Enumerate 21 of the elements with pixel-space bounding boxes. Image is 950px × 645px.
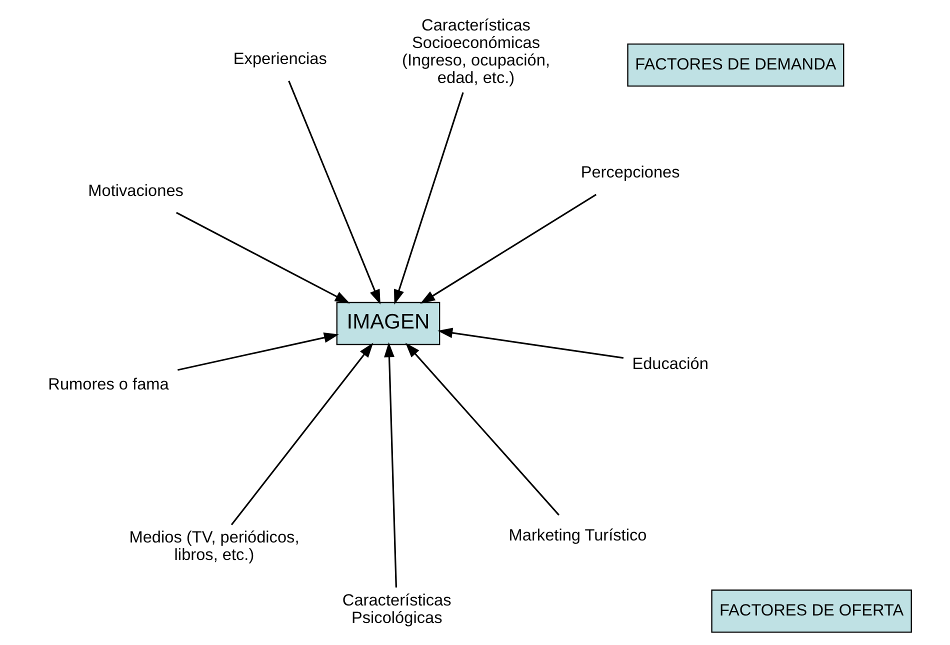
arrow [404, 342, 559, 516]
arrow [230, 342, 373, 526]
node-text: Experiencias [232, 50, 326, 68]
node-text: Características Socioeconómicas (Ingreso, ocupación, edad, etc.) [402, 16, 550, 88]
node-text: Educación [632, 355, 708, 374]
node-text: Medios (TV, periódicos, libros, etc.) [128, 528, 299, 564]
node-text: Rumores o fama [48, 376, 168, 394]
node-text: Motivaciones [88, 182, 183, 200]
node-text: Características Psicológicas [342, 592, 451, 628]
node-box: FACTORES DE OFERTA [710, 590, 912, 633]
arrow [384, 342, 397, 588]
arrow [420, 194, 596, 304]
arrow [437, 328, 624, 359]
arrow [176, 212, 350, 304]
node-text: Marketing Turístico [508, 526, 646, 545]
arrow [288, 80, 380, 305]
arrow [176, 332, 338, 371]
arrow [393, 92, 464, 305]
node-box: IMAGEN [336, 302, 440, 346]
node-text: Percepciones [580, 164, 680, 182]
node-box: FACTORES DE DEMANDA [626, 43, 844, 87]
